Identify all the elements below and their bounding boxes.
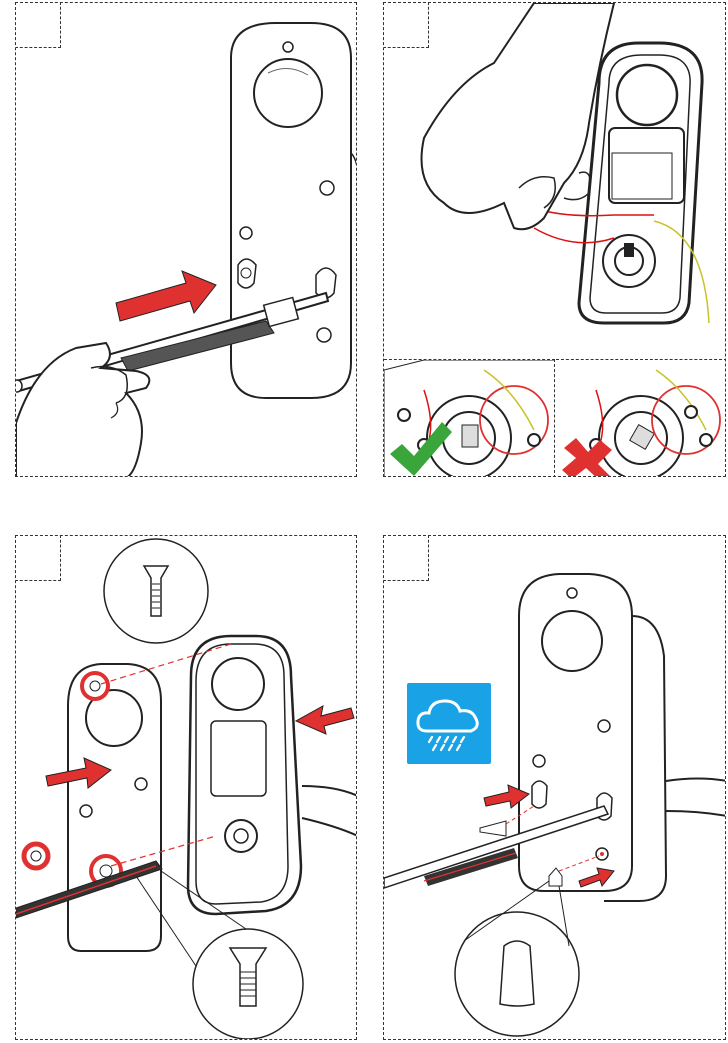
step-3-illustration <box>16 536 357 1040</box>
direction-arrow <box>296 706 354 734</box>
incorrect-wiring-detail <box>556 359 726 477</box>
step-1-panel <box>15 2 357 477</box>
step-4-illustration <box>384 536 726 1040</box>
step-1-illustration <box>16 3 357 477</box>
step-2-illustration <box>384 3 726 358</box>
step-3-panel <box>15 535 357 1040</box>
step-4-panel <box>383 535 726 1040</box>
correct-wiring-detail <box>384 359 555 477</box>
rain-icon <box>407 683 491 764</box>
step-2-panel <box>383 2 726 477</box>
direction-arrow <box>116 271 216 321</box>
rotate-icon <box>24 844 48 868</box>
